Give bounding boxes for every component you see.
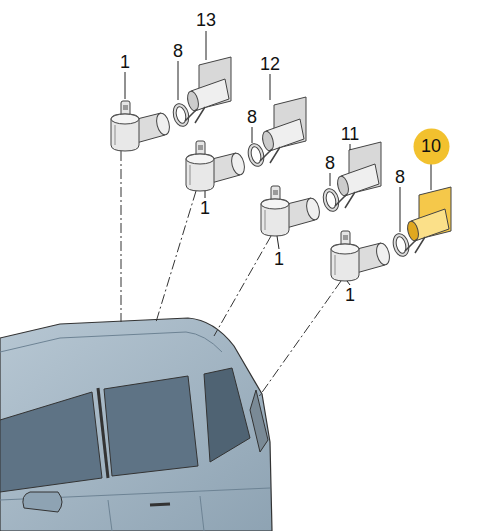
callout-number: 13 — [194, 10, 218, 30]
callout-number: 8 — [393, 167, 407, 187]
callout-number: 1 — [343, 285, 357, 305]
highlighted-callout: 10 — [413, 128, 450, 165]
callout-number: 11 — [339, 124, 362, 144]
callout-number: 10 — [421, 137, 441, 155]
callout-number: 1 — [198, 198, 212, 218]
callout-number: 12 — [258, 54, 282, 74]
callout-number: 1 — [272, 249, 286, 269]
callout-circle-shape — [413, 128, 449, 164]
callout-number: 1 — [118, 52, 132, 72]
callout-number: 8 — [245, 107, 259, 127]
callout-number: 8 — [171, 41, 185, 61]
callout-number: 8 — [323, 153, 337, 173]
